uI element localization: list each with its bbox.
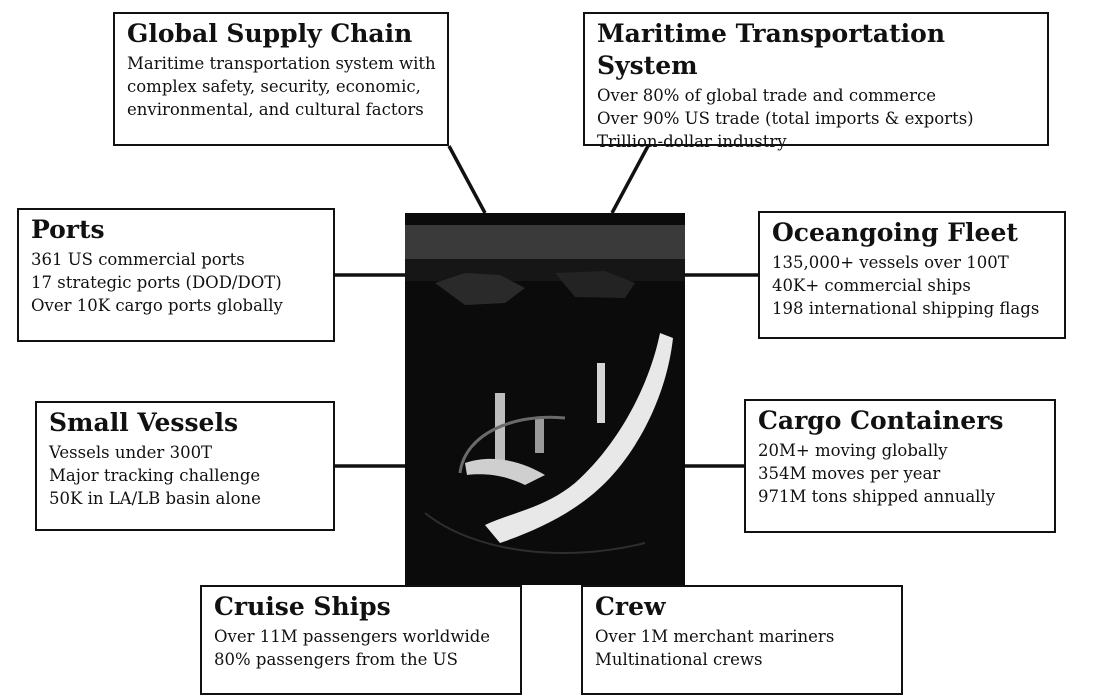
ship-photo <box>405 213 685 585</box>
ports-line-2: 17 strategic ports (DOD/DOT) <box>31 271 321 294</box>
global-supply-chain-line-2: complex safety, security, economic, <box>127 75 435 98</box>
maritime-transportation-system-box: Maritime Transportation System Over 80% … <box>583 12 1049 146</box>
small-vessels-line-2: Major tracking challenge <box>49 464 321 487</box>
crew-line-1: Over 1M merchant mariners <box>595 625 889 648</box>
global-supply-chain-box: Global Supply Chain Maritime transportat… <box>113 12 449 146</box>
ports-box: Ports 361 US commercial ports 17 strateg… <box>17 208 335 342</box>
global-supply-chain-line-1: Maritime transportation system with <box>127 52 435 75</box>
ports-line-1: 361 US commercial ports <box>31 248 321 271</box>
cargo-containers-box: Cargo Containers 20M+ moving globally 35… <box>744 399 1056 533</box>
ports-title: Ports <box>31 214 321 246</box>
cruise-ships-line-1: Over 11M passengers worldwide <box>214 625 508 648</box>
crew-box: Crew Over 1M merchant mariners Multinati… <box>581 585 903 695</box>
small-vessels-line-1: Vessels under 300T <box>49 441 321 464</box>
small-vessels-box: Small Vessels Vessels under 300T Major t… <box>35 401 335 531</box>
global-supply-chain-title: Global Supply Chain <box>127 18 435 50</box>
ports-line-3: Over 10K cargo ports globally <box>31 294 321 317</box>
connector-global-supply-chain <box>449 146 485 213</box>
oceangoing-fleet-box: Oceangoing Fleet 135,000+ vessels over 1… <box>758 211 1066 339</box>
cargo-containers-title: Cargo Containers <box>758 405 1042 437</box>
maritime-transportation-system-title: Maritime Transportation System <box>597 18 1035 82</box>
maritime-transportation-system-line-2: Over 90% US trade (total imports & expor… <box>597 107 1035 130</box>
cargo-containers-line-3: 971M tons shipped annually <box>758 485 1042 508</box>
cargo-containers-line-2: 354M moves per year <box>758 462 1042 485</box>
crew-line-2: Multinational crews <box>595 648 889 671</box>
oceangoing-fleet-line-1: 135,000+ vessels over 100T <box>772 251 1052 274</box>
cruise-ships-title: Cruise Ships <box>214 591 508 623</box>
oceangoing-fleet-line-3: 198 international shipping flags <box>772 297 1052 320</box>
cruise-ships-box: Cruise Ships Over 11M passengers worldwi… <box>200 585 522 695</box>
crew-title: Crew <box>595 591 889 623</box>
cargo-containers-line-1: 20M+ moving globally <box>758 439 1042 462</box>
oceangoing-fleet-title: Oceangoing Fleet <box>772 217 1052 249</box>
small-vessels-line-3: 50K in LA/LB basin alone <box>49 487 321 510</box>
maritime-transportation-system-line-3: Trillion-dollar industry <box>597 130 1035 153</box>
global-supply-chain-line-3: environmental, and cultural factors <box>127 98 435 121</box>
oceangoing-fleet-line-2: 40K+ commercial ships <box>772 274 1052 297</box>
connector-maritime-transportation-system <box>612 146 648 213</box>
cruise-ships-line-2: 80% passengers from the US <box>214 648 508 671</box>
ship-photo-graphic <box>405 213 685 585</box>
maritime-transportation-system-line-1: Over 80% of global trade and commerce <box>597 84 1035 107</box>
small-vessels-title: Small Vessels <box>49 407 321 439</box>
